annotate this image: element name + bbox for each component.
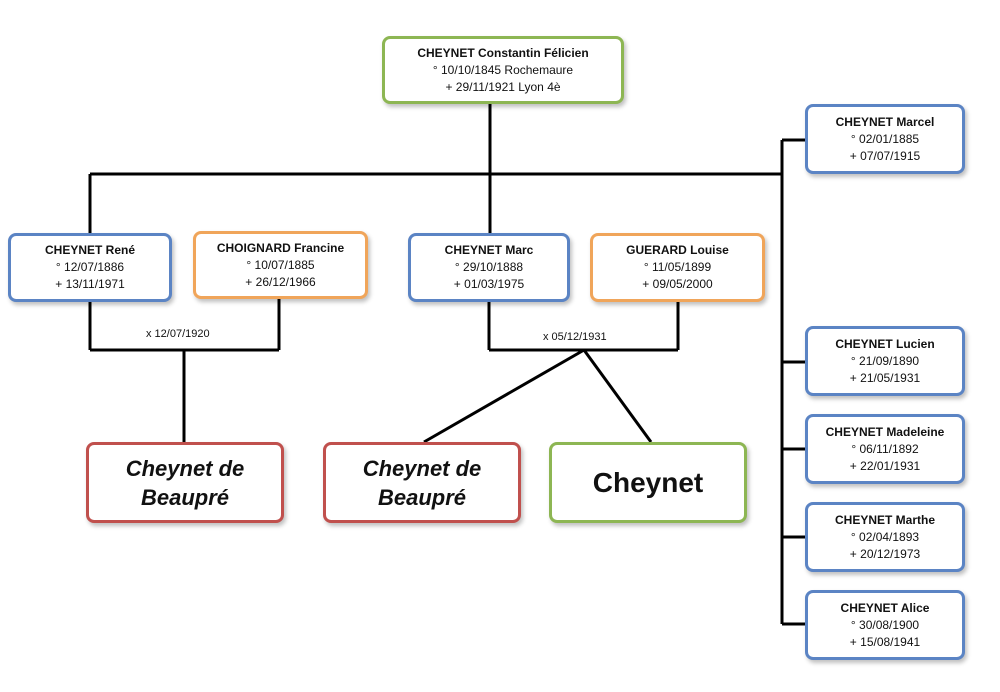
death-date: + 15/08/1941 <box>849 634 921 649</box>
person-name: CHEYNET Constantin Félicien <box>417 45 589 60</box>
person-name: CHEYNET Marthe <box>834 512 935 527</box>
birth-date: ° 30/08/1900 <box>850 617 920 632</box>
death-date: + 22/01/1931 <box>849 458 921 473</box>
birth-date: ° 10/10/1845 Rochemaure <box>432 62 574 77</box>
spouse-box-louise: GUERARD Louise ° 11/05/1899 + 09/05/2000 <box>590 233 765 302</box>
birth-date: ° 29/10/1888 <box>454 260 524 274</box>
branch-name-line1: Cheynet de <box>125 455 245 481</box>
branch-name-line2: Beaupré <box>377 484 467 510</box>
branch-name-line2: Beaupré <box>140 484 230 510</box>
birth-date: ° 06/11/1892 <box>851 441 919 456</box>
branch-name: Cheynet <box>592 467 704 498</box>
branch-box-rene-beaupre: Cheynet de Beaupré <box>86 442 284 523</box>
person-box-alice: CHEYNET Alice ° 30/08/1900 + 15/08/1941 <box>805 590 965 660</box>
person-name: CHEYNET Marc <box>444 243 534 257</box>
root-person-box: CHEYNET Constantin Félicien ° 10/10/1845… <box>382 36 624 104</box>
person-name: CHOIGNARD Francine <box>216 240 345 255</box>
person-box-marc: CHEYNET Marc ° 29/10/1888 + 01/03/1975 <box>408 233 570 302</box>
branch-box-marc-cheynet: Cheynet <box>549 442 747 523</box>
birth-date: ° 02/01/1885 <box>850 131 920 146</box>
death-date: + 29/11/1921 Lyon 4è <box>445 79 561 94</box>
person-box-rene: CHEYNET René ° 12/07/1886 + 13/11/1971 <box>8 233 172 302</box>
marriage-date-rene: x 12/07/1920 <box>146 328 210 340</box>
person-name: CHEYNET Madeleine <box>825 424 945 439</box>
branch-name-line1: Cheynet de <box>362 455 482 481</box>
death-date: + 07/07/1915 <box>849 148 921 163</box>
person-name: CHEYNET Marcel <box>835 114 935 129</box>
person-box-marthe: CHEYNET Marthe ° 02/04/1893 + 20/12/1973 <box>805 502 965 572</box>
person-box-madeleine: CHEYNET Madeleine ° 06/11/1892 + 22/01/1… <box>805 414 965 484</box>
birth-date: ° 02/04/1893 <box>850 529 920 544</box>
person-name: CHEYNET Lucien <box>835 336 935 351</box>
birth-date: ° 11/05/1899 <box>643 260 712 274</box>
death-date: + 13/11/1971 <box>55 277 125 291</box>
person-box-lucien: CHEYNET Lucien ° 21/09/1890 + 21/05/1931 <box>805 326 965 396</box>
birth-date: ° 21/09/1890 <box>850 353 920 368</box>
marriage-date-marc: x 05/12/1931 <box>543 331 607 343</box>
branch-box-marc-beaupre: Cheynet de Beaupré <box>323 442 521 523</box>
death-date: + 09/05/2000 <box>642 277 713 291</box>
death-date: + 26/12/1966 <box>245 274 316 289</box>
person-name: GUERARD Louise <box>626 243 729 257</box>
person-box-marcel: CHEYNET Marcel ° 02/01/1885 + 07/07/1915 <box>805 104 965 174</box>
person-name: CHEYNET Alice <box>840 600 930 615</box>
death-date: + 20/12/1973 <box>849 546 921 561</box>
birth-date: ° 10/07/1885 <box>246 257 315 272</box>
death-date: + 21/05/1931 <box>849 370 921 385</box>
death-date: + 01/03/1975 <box>453 277 525 291</box>
person-name: CHEYNET René <box>44 243 136 257</box>
spouse-box-francine: CHOIGNARD Francine ° 10/07/1885 + 26/12/… <box>193 231 368 299</box>
birth-date: ° 12/07/1886 <box>55 260 125 274</box>
